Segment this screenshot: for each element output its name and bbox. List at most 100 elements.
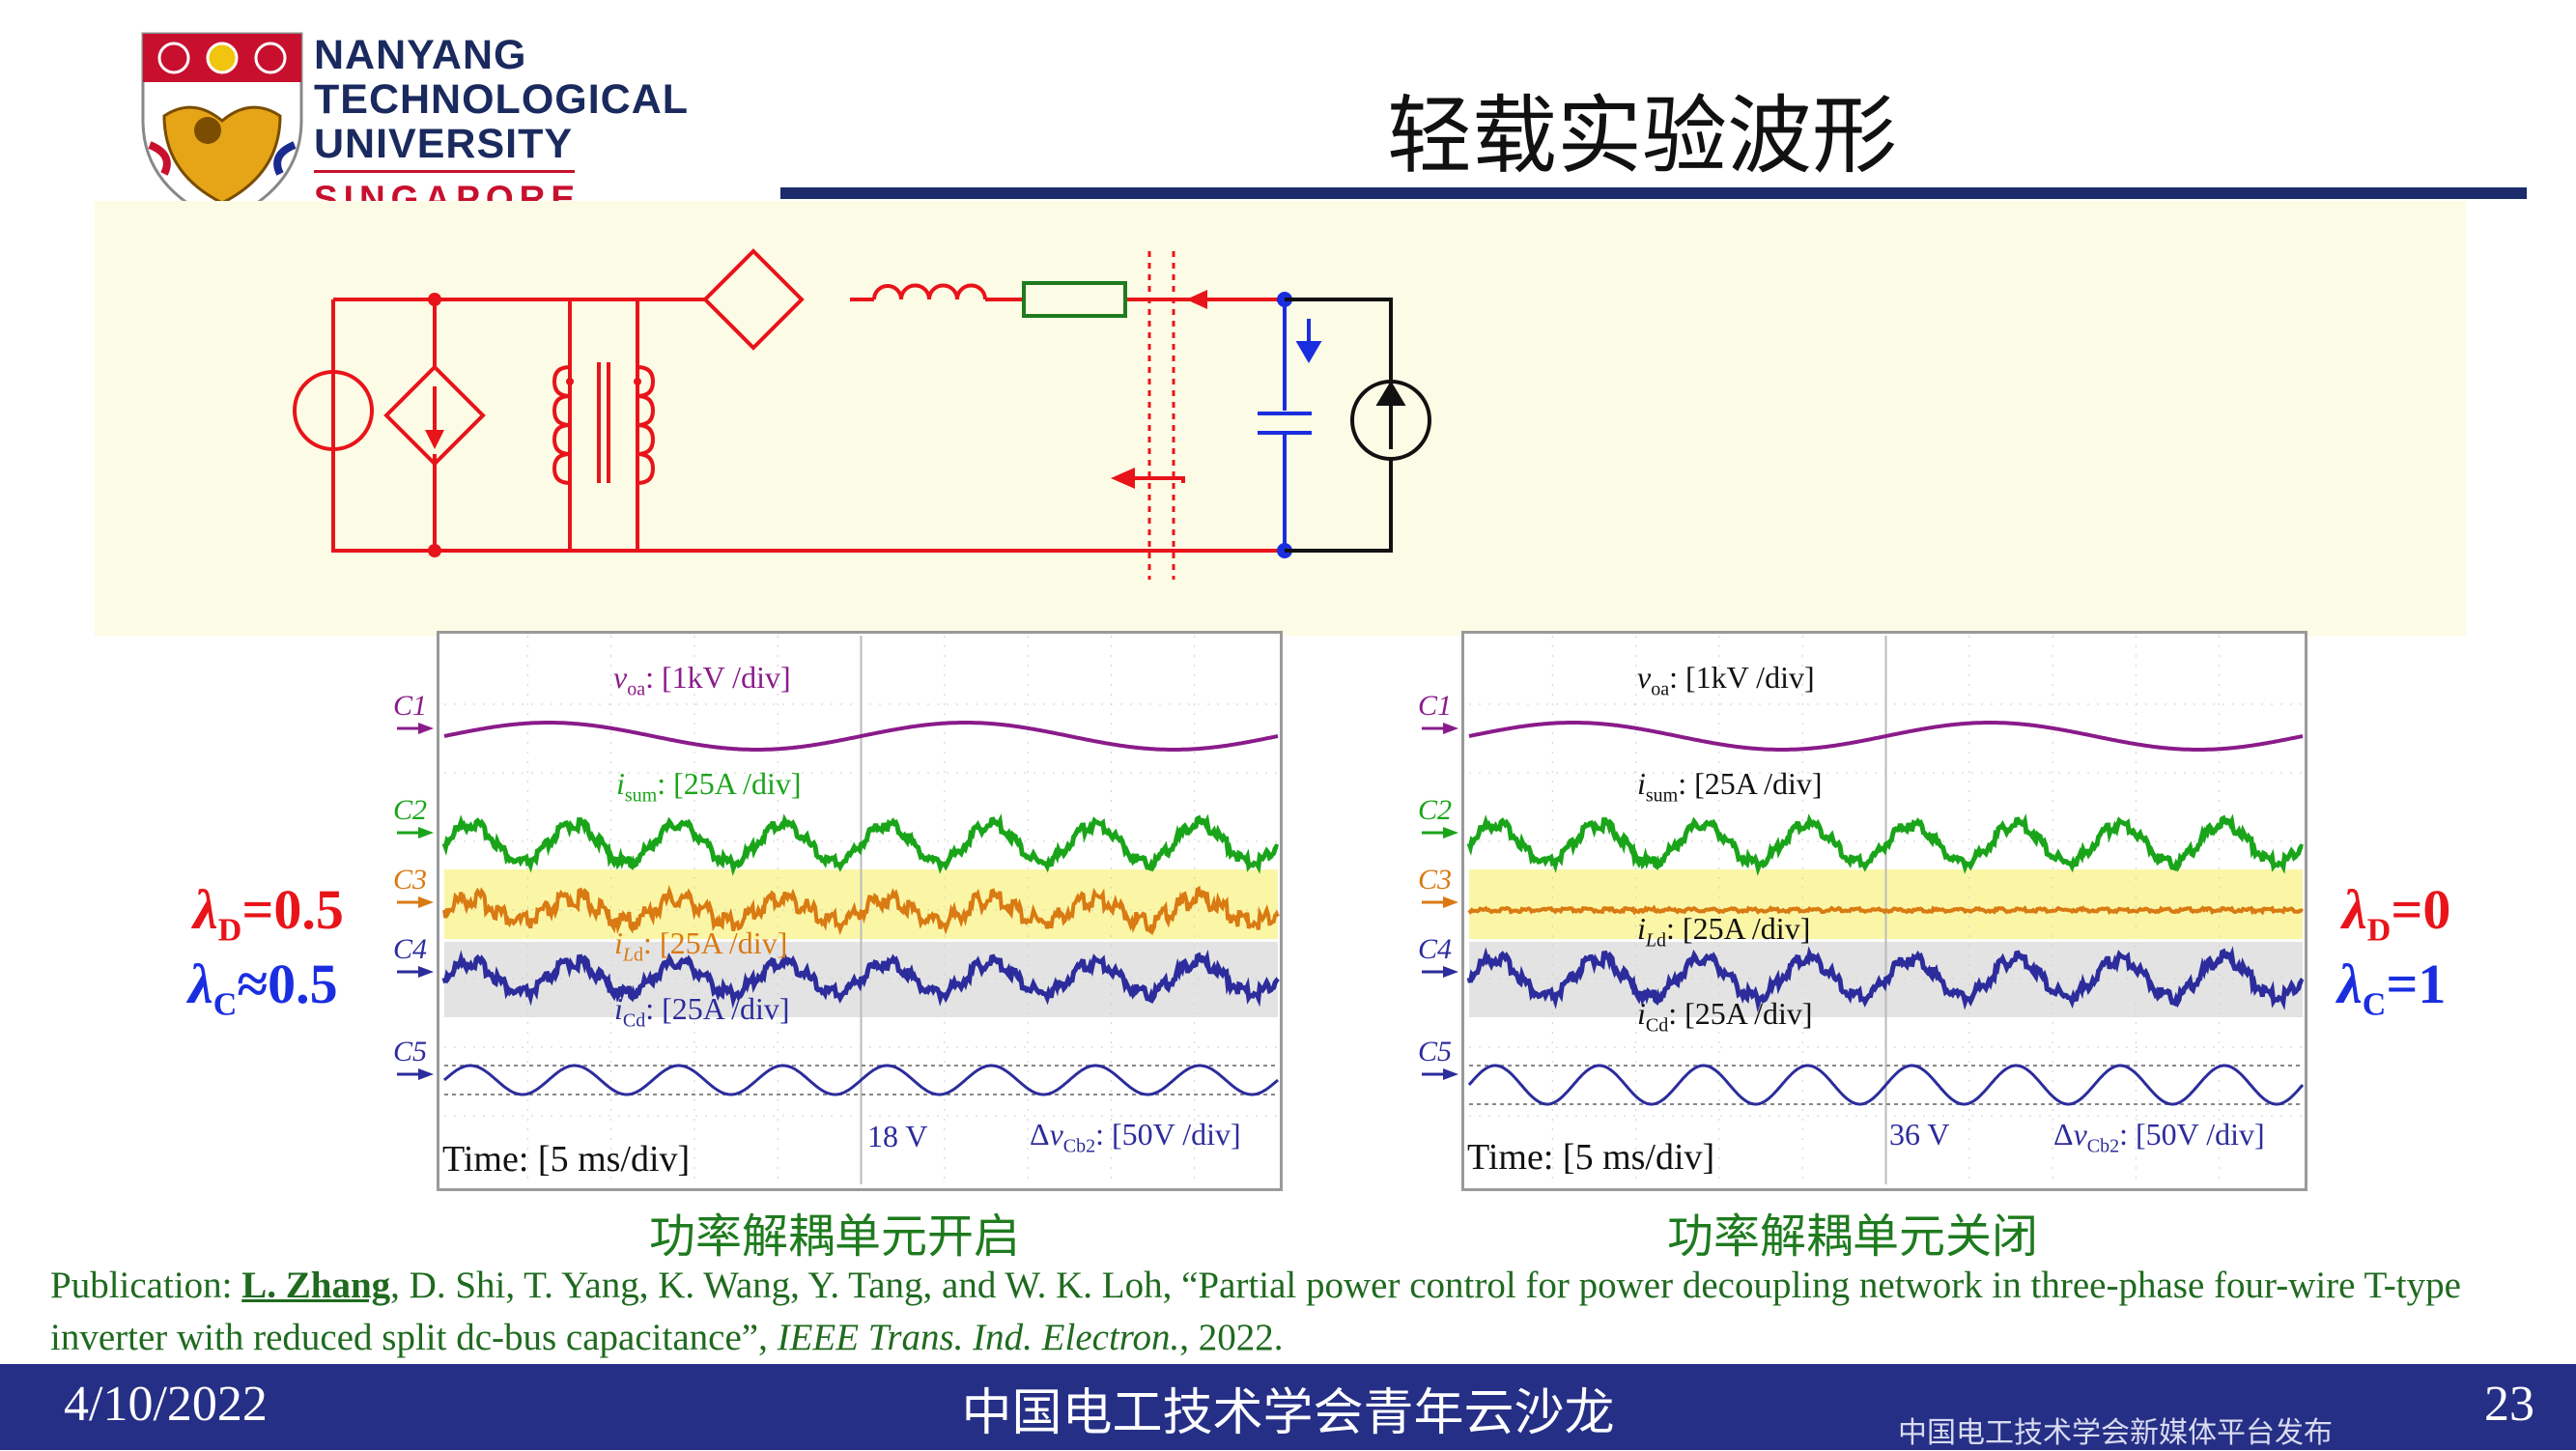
lambda-c-right: λC=1 [2337, 953, 2447, 1023]
footer-publisher: 中国电工技术学会新媒体平台发布 [1898, 1416, 2333, 1450]
publication-prefix: Publication: [50, 1265, 242, 1306]
channel-marker: C5 [1418, 1036, 1452, 1067]
lambda-d-left: λD=0.5 [193, 878, 344, 949]
scope-right-isum-label: isum: [25A /div] [1637, 766, 1823, 807]
inductor-ld [872, 283, 987, 300]
channel-marker: C1 [393, 690, 427, 722]
publication-author[interactable]: L. Zhang [241, 1265, 391, 1306]
lambda-d-right: λD=0 [2342, 878, 2451, 949]
footer-center-title: 中国电工技术学会青年云沙龙 [961, 1384, 1615, 1442]
publication-year: , 2022. [1179, 1317, 1284, 1358]
circuit-dashed-cut [1147, 251, 1175, 580]
channel-marker: C2 [1418, 794, 1452, 826]
scope-left-ild-label: iLd: [25A /div] [614, 925, 788, 966]
channel-arrow-icon [1443, 827, 1458, 839]
current-source-isum [1285, 298, 1431, 553]
scope-left-isum-unit: : [25A /div] [657, 766, 802, 801]
logo-line-1: NANYANG [314, 32, 527, 78]
scope-right-icd-unit: : [25A /div] [1668, 996, 1813, 1031]
scope-left-icd-label: iCd: [25A /div] [614, 991, 790, 1032]
logo-line-3: UNIVERSITY [314, 121, 574, 167]
scope-left-icd-unit: : [25A /div] [645, 991, 790, 1026]
publication-rest: , D. Shi, T. Yang, K. Wang, Y. Tang, and… [50, 1265, 2461, 1358]
arrow-ild [1186, 290, 1285, 309]
channel-arrow-icon [418, 896, 434, 908]
lambda-c-left-value: ≈0.5 [237, 953, 338, 1015]
scope-left-voa-unit: : [1kV /div] [645, 660, 791, 695]
trace-vcb [442, 1064, 1280, 1096]
channel-marker: C2 [393, 794, 427, 826]
scope-left-caption: 功率解耦单元开启 [649, 1209, 1021, 1264]
transformer-dots [566, 378, 641, 385]
current-source-ilm [383, 364, 486, 467]
voltage-source-vbus [293, 370, 374, 451]
scope-left-ild-unit: : [25A /div] [643, 925, 788, 960]
dependent-voltage-source [702, 248, 805, 351]
slide-title: 轻载实验波形 [1386, 86, 1897, 185]
channel-marker: C4 [1418, 933, 1452, 965]
trace-ild [442, 884, 1280, 936]
channel-arrow-icon [1443, 1068, 1458, 1080]
scope-right-vcb-unit: : [50V /div] [2119, 1117, 2265, 1152]
trace-vcb [1467, 1064, 2305, 1106]
lambda-d-right-value: =0 [2391, 878, 2451, 941]
lambda-c-right-value: =1 [2386, 953, 2447, 1015]
trace-icd [1466, 946, 2305, 1013]
title-rule [780, 187, 2527, 199]
channel-marker: C1 [1418, 690, 1452, 722]
scope-right-voa-label: voa: [1kV /div] [1637, 660, 1815, 700]
circuit-nodes [428, 293, 441, 557]
channel-arrow-icon [1443, 966, 1458, 978]
trace-icd [441, 949, 1280, 1010]
scope-left-vcb-label: ΔvCb2: [50V /div] [1030, 1117, 1241, 1157]
logo-line-2: TECHNOLOGICAL [314, 76, 690, 123]
footer-bar: 4/10/2022 中国电工技术学会青年云沙龙 中国电工技术学会新媒体平台发布 … [0, 1364, 2576, 1450]
scope-right-isum-unit: : [25A /div] [1678, 766, 1823, 801]
scope-left-voa-label: voa: [1kV /div] [613, 660, 791, 700]
channel-marker: C3 [1418, 864, 1452, 896]
channel-arrow-icon [1443, 723, 1458, 734]
scope-right-vcb-value: 36 V [1889, 1117, 1950, 1152]
arrow-zo [1111, 468, 1185, 489]
scope-left-time: Time: [5 ms/div] [442, 1139, 691, 1180]
scope-left-vcb-value: 18 V [867, 1119, 928, 1153]
trace-voa [443, 721, 1279, 752]
lambda-d-left-value: =0.5 [241, 878, 344, 941]
lambda-c-left: λC≈0.5 [188, 953, 338, 1023]
scope-right-vcb-label: ΔvCb2: [50V /div] [2053, 1117, 2265, 1157]
logo-divider [314, 170, 575, 173]
channel-marker: C3 [393, 864, 427, 896]
publication-journal: IEEE Trans. Ind. Electron. [777, 1317, 1180, 1358]
scope-right-ild-unit: : [25A /div] [1666, 911, 1811, 946]
scope-right-icd-label: iCd: [25A /div] [1637, 996, 1813, 1037]
trace-ild [1467, 904, 2304, 916]
publication-citation: Publication: L. Zhang, D. Shi, T. Yang, … [50, 1260, 2542, 1364]
channel-arrow-icon [1443, 896, 1458, 908]
trace-voa [1468, 721, 2304, 752]
circuit-panel [95, 201, 2466, 636]
ntu-crest-icon [141, 32, 303, 224]
scope-right-time: Time: [5 ms/div] [1467, 1137, 1715, 1178]
channel-marker: C5 [393, 1036, 427, 1067]
trace-isum [1466, 813, 2305, 876]
channel-arrow-icon [418, 827, 434, 839]
circuit-diagram [293, 248, 1431, 580]
channel-arrow-icon [418, 723, 434, 734]
trace-isum [441, 813, 1280, 876]
capacitor-cd [1258, 292, 1322, 558]
scope-right-ild-label: iLd: [25A /div] [1637, 911, 1811, 952]
scope-left-isum-label: isum: [25A /div] [616, 766, 802, 807]
transformer-primary-coil [552, 362, 656, 485]
footer-date: 4/10/2022 [64, 1377, 268, 1432]
channel-arrow-icon [418, 966, 434, 978]
scope-right-voa-unit: : [1kV /div] [1669, 660, 1815, 695]
channel-arrow-icon [418, 1068, 434, 1080]
channel-marker: C4 [393, 933, 427, 965]
resistor-rx [1022, 281, 1127, 318]
page-number: 23 [2484, 1377, 2534, 1432]
scope-left-vcb-unit: : [50V /div] [1095, 1117, 1241, 1152]
scope-right-caption: 功率解耦单元关闭 [1667, 1209, 2039, 1264]
